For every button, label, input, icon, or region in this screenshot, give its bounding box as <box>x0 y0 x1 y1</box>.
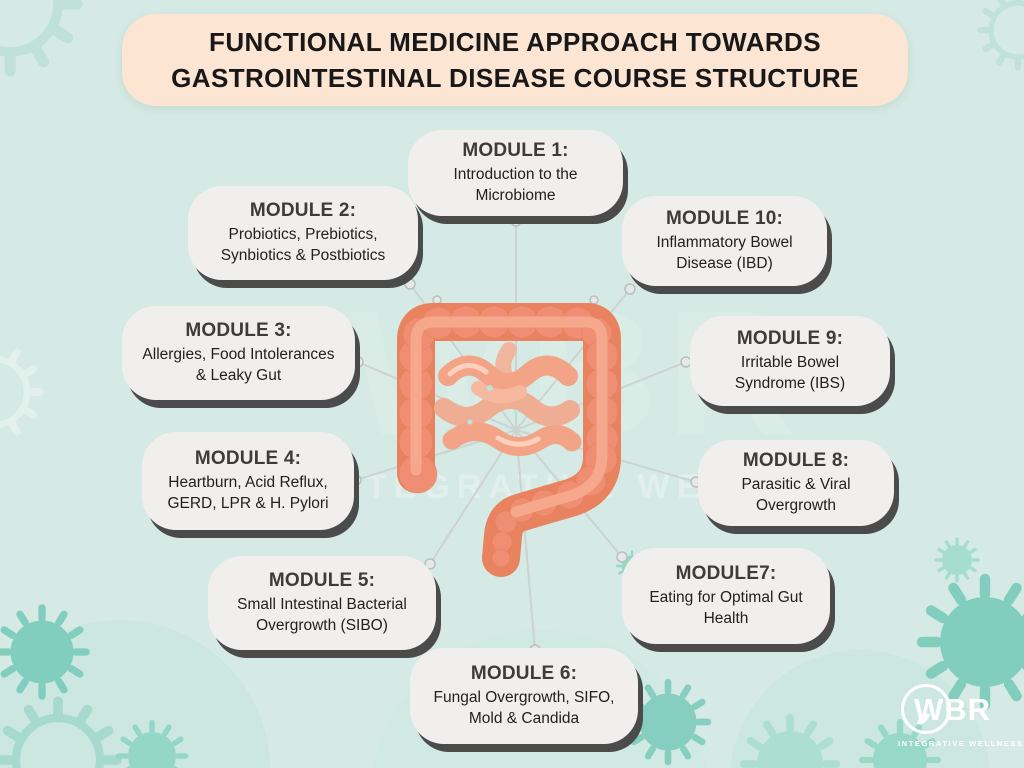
module-label: MODULE 2: <box>249 200 357 222</box>
module-label: MODULE 9: <box>736 328 844 350</box>
module-description: Irritable Bowel Syndrome (IBS) <box>734 354 846 392</box>
module-description: Eating for Optimal Gut Health <box>649 589 803 627</box>
title-banner: FUNCTIONAL MEDICINE APPROACH TOWARDS GAS… <box>122 14 908 106</box>
module-description: Heartburn, Acid Reflux, GERD, LPR & H. P… <box>167 474 329 512</box>
module-description: Introduction to the Microbiome <box>453 166 578 204</box>
module-8-card: MODULE 8: Parasitic & Viral Overgrowth <box>698 440 894 526</box>
wbr-logo: WBR INTEGRATIVE WELLNESS <box>898 684 1024 748</box>
module-4-card: MODULE 4: Heartburn, Acid Reflux, GERD, … <box>142 432 354 530</box>
module-7-card: MODULE7: Eating for Optimal Gut Health <box>622 548 830 644</box>
module-description: Inflammatory Bowel Disease (IBD) <box>656 234 793 272</box>
module-1-card: MODULE 1: Introduction to the Microbiome <box>408 130 623 216</box>
module-description: Allergies, Food Intolerances & Leaky Gut <box>142 346 335 384</box>
module-label: MODULE 4: <box>194 448 302 470</box>
module-10-card: MODULE 10: Inflammatory Bowel Disease (I… <box>622 196 827 286</box>
module-description: Probiotics, Prebiotics, Synbiotics & Pos… <box>220 226 386 264</box>
leaf-icon <box>917 713 930 724</box>
logo-row: WBR <box>901 684 1013 736</box>
logo-tagline: INTEGRATIVE WELLNESS <box>898 739 1024 748</box>
module-label: MODULE 8: <box>742 450 850 472</box>
logo-circle-icon <box>901 684 951 734</box>
module-label: MODULE 3: <box>185 320 292 342</box>
module-5-card: MODULE 5: Small Intestinal Bacterial Ove… <box>208 556 436 650</box>
module-3-card: MODULE 3: Allergies, Food Intolerances &… <box>122 306 355 400</box>
module-description: Small Intestinal Bacterial Overgrowth (S… <box>237 596 407 634</box>
intestine-illustration <box>397 303 621 577</box>
module-description: Parasitic & Viral Overgrowth <box>741 476 851 514</box>
module-label: MODULE 10: <box>665 208 784 230</box>
page-title-line1: FUNCTIONAL MEDICINE APPROACH TOWARDS <box>209 26 821 57</box>
module-6-card: MODULE 6: Fungal Overgrowth, SIFO, Mold … <box>410 648 638 744</box>
logo-brand-text: WBR <box>914 692 992 727</box>
module-label: MODULE7: <box>675 563 777 585</box>
module-label: MODULE 5: <box>268 570 376 592</box>
module-label: MODULE 1: <box>462 140 569 162</box>
module-label: MODULE 6: <box>470 663 578 685</box>
module-9-card: MODULE 9: Irritable Bowel Syndrome (IBS) <box>690 316 890 406</box>
page-title-line2: GASTROINTESTINAL DISEASE COURSE STRUCTUR… <box>171 62 859 93</box>
module-description: Fungal Overgrowth, SIFO, Mold & Candida <box>433 689 615 727</box>
module-2-card: MODULE 2: Probiotics, Prebiotics, Synbio… <box>188 186 418 280</box>
